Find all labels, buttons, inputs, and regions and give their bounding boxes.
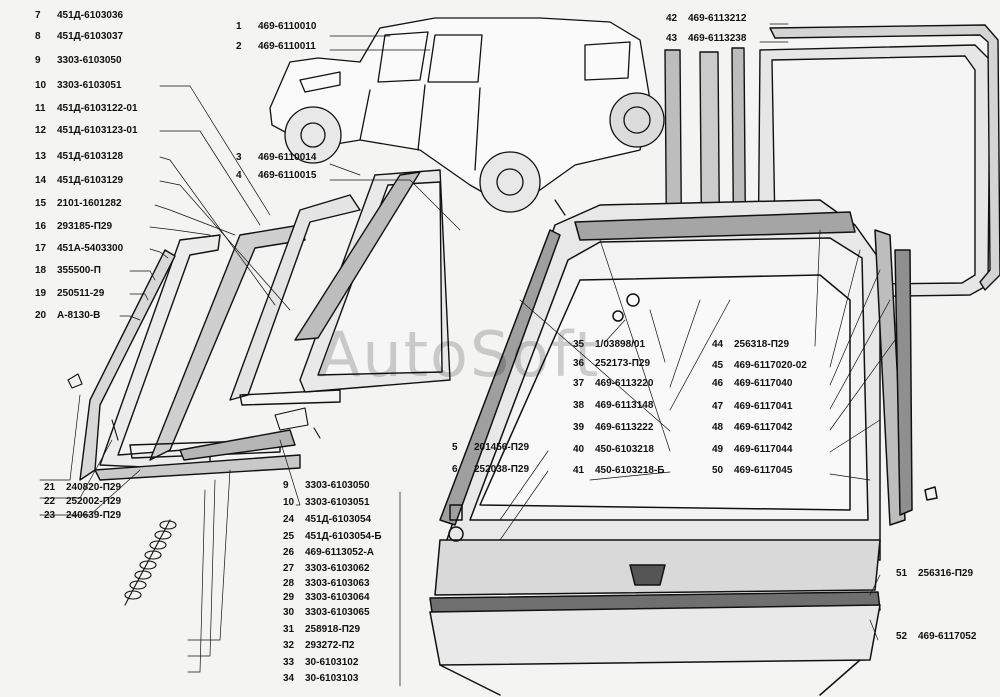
watermark: AutoSoft xyxy=(318,318,601,391)
right-door-frame xyxy=(429,199,938,696)
leader-lines xyxy=(39,23,896,687)
vehicle-illustration xyxy=(269,17,665,216)
spring-hardware xyxy=(67,373,321,606)
left-door-frame xyxy=(79,169,451,481)
